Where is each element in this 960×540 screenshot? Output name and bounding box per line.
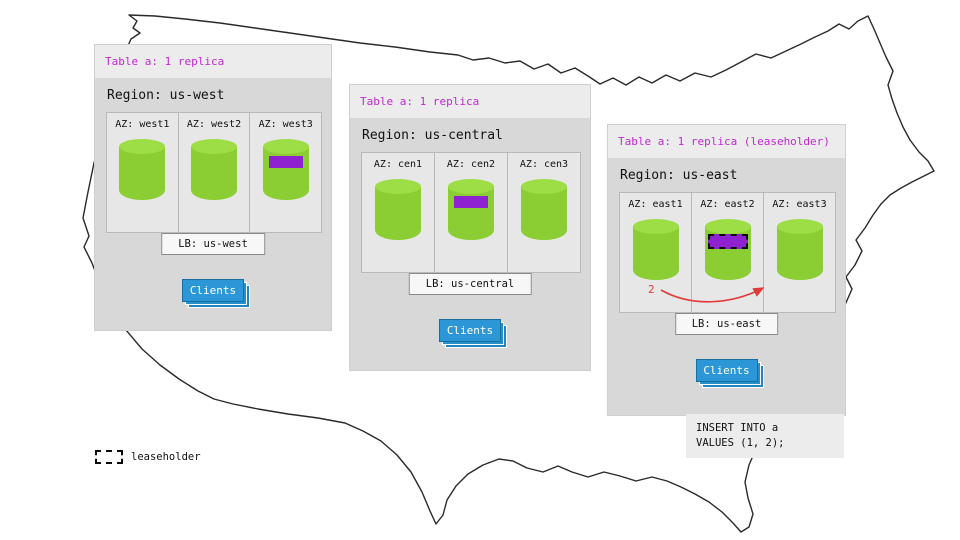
az-label: AZ: west3 [258, 119, 313, 130]
az-cell-east1: AZ: east1 [620, 193, 692, 312]
database-cylinder [119, 139, 166, 201]
table-replica-header: Table a: 1 replica [95, 45, 331, 78]
clients-button: Clients [439, 319, 507, 348]
sql-line: INSERT INTO a [696, 422, 779, 434]
az-label: AZ: west2 [186, 119, 242, 130]
az-cell-west3: AZ: west3 [250, 113, 321, 232]
database-cylinder [632, 219, 679, 281]
database-cylinder [375, 179, 421, 241]
load-balancer: LB: us-central [408, 273, 532, 295]
table-label: Table a: 1 replica [105, 55, 225, 68]
az-group: AZ: west1 AZ: west2 AZ: west3 [106, 112, 322, 233]
region-label: Region: us-central [362, 128, 503, 143]
database-cylinder [521, 179, 567, 241]
region-panel-us-east: Table a: 1 replica (leaseholder) Region:… [608, 125, 845, 415]
az-cell-west2: AZ: west2 [179, 113, 251, 232]
database-cylinder [262, 139, 309, 201]
az-label: AZ: cen1 [373, 159, 423, 170]
load-balancer: LB: us-east [674, 313, 779, 335]
az-label: AZ: cen3 [519, 159, 569, 170]
load-balancer: LB: us-west [161, 233, 265, 255]
region-panel-us-central: Table a: 1 replica Region: us-central AZ… [350, 85, 590, 370]
az-cell-cen3: AZ: cen3 [508, 153, 580, 272]
leaseholder-replica-bar [707, 234, 748, 249]
region-label: Region: us-east [620, 168, 738, 183]
sql-line: VALUES (1, 2); [696, 437, 785, 449]
az-label: AZ: east3 [772, 199, 827, 210]
clients-label: Clients [439, 319, 501, 342]
az-cell-east2: AZ: east2 [692, 193, 764, 312]
write-step-number: 2 [648, 283, 655, 296]
az-group: AZ: east1 AZ: east2 AZ: east3 [619, 192, 836, 313]
leaseholder-swatch-icon [95, 450, 123, 464]
az-label: AZ: east1 [628, 199, 683, 210]
region-panel-us-west: Table a: 1 replica Region: us-west AZ: w… [95, 45, 331, 330]
sql-statement: INSERT INTO a VALUES (1, 2); [686, 414, 844, 458]
write-path-arrow [660, 287, 765, 303]
table-replica-header: Table a: 1 replica (leaseholder) [608, 125, 845, 158]
az-label: AZ: west1 [115, 119, 170, 130]
clients-label: Clients [182, 279, 244, 302]
region-label: Region: us-west [107, 88, 225, 103]
az-cell-cen2: AZ: cen2 [435, 153, 508, 272]
database-cylinder [704, 219, 751, 281]
clients-button: Clients [182, 279, 250, 308]
legend: leaseholder [95, 450, 201, 464]
table-replica-header: Table a: 1 replica [350, 85, 590, 118]
az-group: AZ: cen1 AZ: cen2 AZ: cen3 [361, 152, 581, 273]
az-cell-west1: AZ: west1 [107, 113, 179, 232]
az-label: AZ: east2 [700, 199, 755, 210]
clients-label: Clients [695, 359, 758, 382]
legend-label: leaseholder [131, 451, 201, 463]
table-label: Table a: 1 replica (leaseholder) [618, 135, 830, 148]
database-cylinder [191, 139, 237, 201]
table-label: Table a: 1 replica [360, 95, 480, 108]
clients-button: Clients [695, 359, 764, 388]
database-cylinder [776, 219, 823, 281]
replica-bar [268, 156, 303, 168]
database-cylinder [448, 179, 494, 241]
replica-bar [454, 196, 488, 208]
az-cell-east3: AZ: east3 [764, 193, 835, 312]
az-cell-cen1: AZ: cen1 [362, 153, 435, 272]
az-label: AZ: cen2 [446, 159, 496, 170]
